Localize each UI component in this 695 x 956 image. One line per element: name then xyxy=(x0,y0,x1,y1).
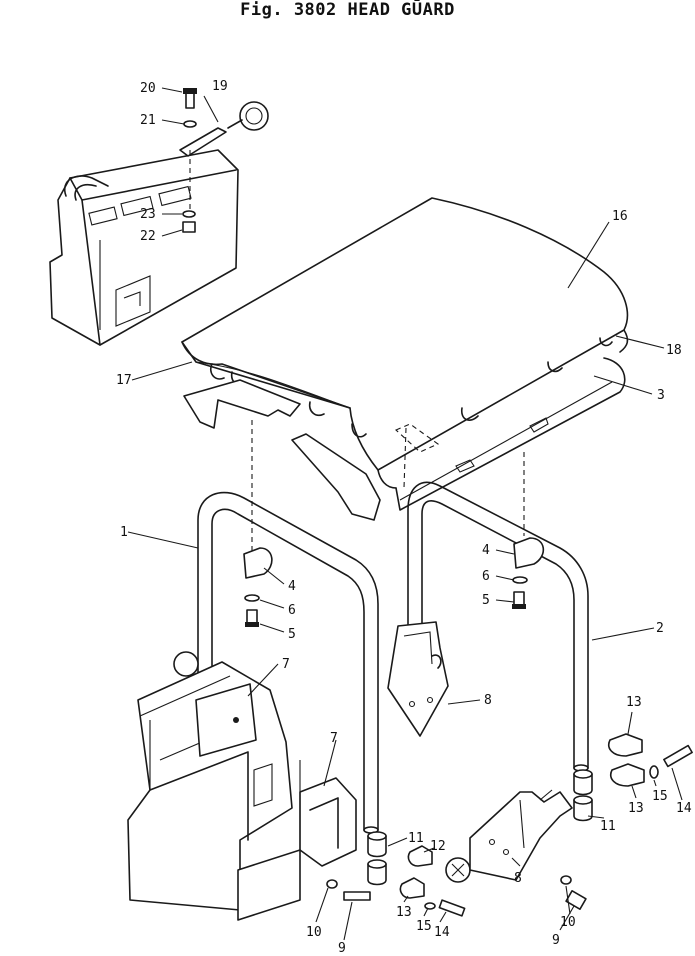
callout-13-bottom: 13 xyxy=(396,905,412,920)
callout-10-right: 10 xyxy=(560,915,576,930)
callout-3: 3 xyxy=(657,388,665,403)
callout-13-mid-right: 13 xyxy=(628,801,644,816)
callout-7-left: 7 xyxy=(282,657,290,672)
bracket-7-left xyxy=(127,651,293,911)
leader-lines xyxy=(127,87,683,941)
callout-13-top-right: 13 xyxy=(626,695,642,710)
callout-5-left: 5 xyxy=(288,627,296,642)
clamp-13-center xyxy=(399,845,471,917)
callout-11-right: 11 xyxy=(600,819,616,834)
clamp-13-right xyxy=(608,733,693,787)
bolt-9-washer-10 xyxy=(326,879,371,901)
bracket-7-center xyxy=(237,760,357,921)
callout-4-right: 4 xyxy=(482,543,490,558)
callout-6-left: 6 xyxy=(288,603,296,618)
roof-panel xyxy=(181,197,629,489)
callout-14-bottom: 14 xyxy=(434,925,450,940)
callout-18: 18 xyxy=(666,343,682,358)
callout-9-left: 9 xyxy=(338,941,346,956)
callout-19: 19 xyxy=(212,79,228,94)
callout-23: 23 xyxy=(140,207,156,222)
callout-16: 16 xyxy=(612,209,628,224)
callout-15-bottom: 15 xyxy=(416,919,432,934)
bracket-8-lower xyxy=(469,789,587,910)
callout-14-right: 14 xyxy=(676,801,692,816)
bracket-8-upper xyxy=(387,621,449,737)
clamp-set-left xyxy=(243,420,273,627)
bushing-11-right xyxy=(573,769,593,822)
callout-10-left: 10 xyxy=(306,925,322,940)
callout-22: 22 xyxy=(140,229,156,244)
callout-21: 21 xyxy=(140,113,156,128)
callout-20: 20 xyxy=(140,81,156,96)
callout-15-right: 15 xyxy=(652,789,668,804)
bushing-11-left xyxy=(367,831,387,886)
callout-12: 12 xyxy=(430,839,446,854)
callout-labels: 16 18 3 17 19 20 21 23 22 1 2 4 6 5 4 6 … xyxy=(116,79,692,956)
callout-9-right: 9 xyxy=(552,933,560,948)
callout-17: 17 xyxy=(116,373,132,388)
callout-8-lower: 8 xyxy=(514,871,522,886)
callout-2: 2 xyxy=(656,621,664,636)
callout-11-left: 11 xyxy=(408,831,424,846)
callout-1: 1 xyxy=(120,525,128,540)
tank-assembly xyxy=(49,149,239,346)
clamp-set-right xyxy=(512,452,545,609)
callout-7-center: 7 xyxy=(330,731,338,746)
callout-5-right: 5 xyxy=(482,593,490,608)
page-title: Fig. 3802 HEAD GŪARD xyxy=(240,0,455,20)
callout-4-left: 4 xyxy=(288,579,296,594)
callout-6-right: 6 xyxy=(482,569,490,584)
lamp-bracket-parts xyxy=(179,88,269,233)
callout-8-upper: 8 xyxy=(484,693,492,708)
roof-frame xyxy=(183,357,626,521)
pipe-2 xyxy=(407,481,589,772)
